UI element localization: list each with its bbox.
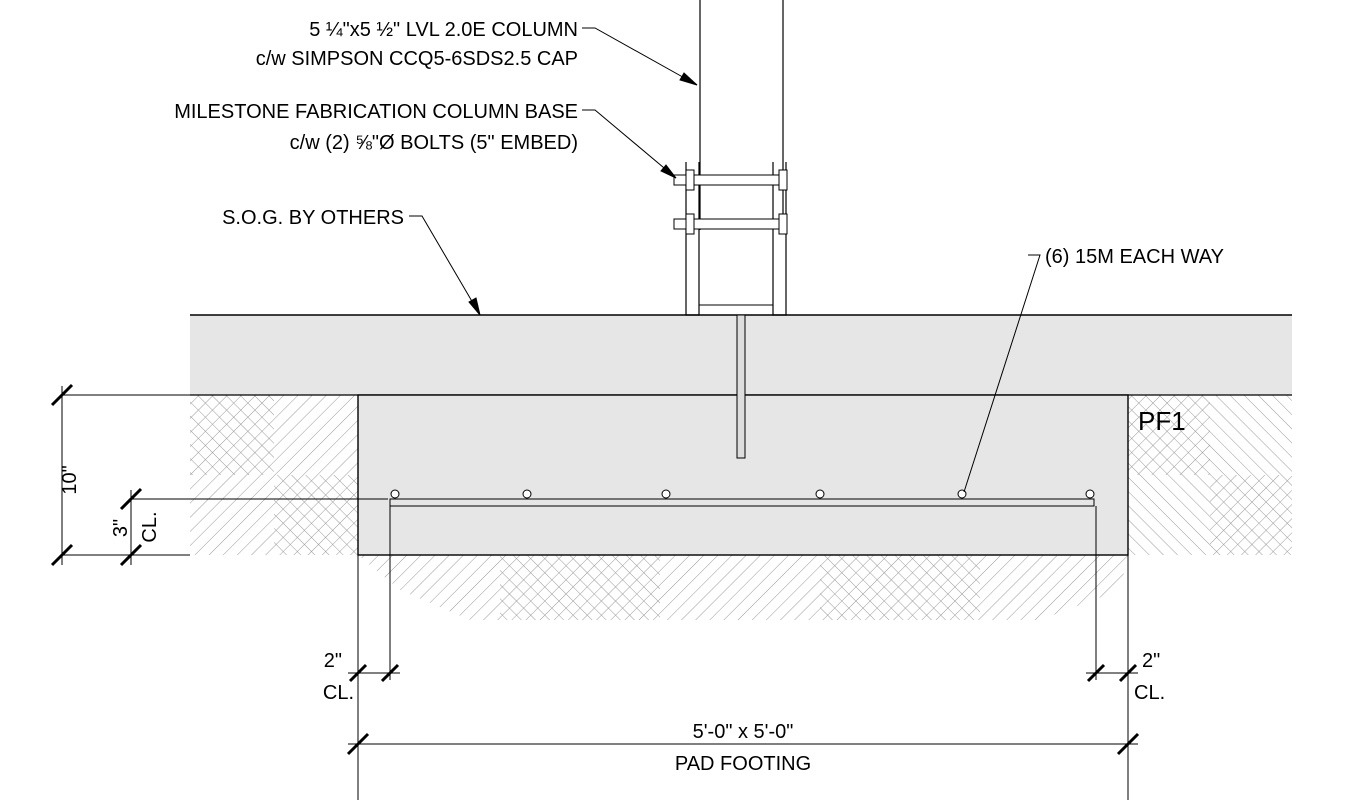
dim-right-cover-unit: CL.: [1134, 682, 1165, 704]
dim-depth: 10": [50, 383, 190, 567]
dim-left-cover-unit: CL.: [323, 682, 354, 704]
soil-hatch: [190, 395, 1292, 620]
dim-right-cover-value: 2": [1142, 650, 1160, 672]
sog-label: S.O.G. BY OTHERS: [222, 207, 404, 229]
footing-mark: PF1: [1138, 406, 1186, 436]
column-base: [673, 162, 788, 316]
dim-footing-width: 5'-0" x 5'-0" PAD FOOTING: [346, 721, 1140, 775]
base-label-line1: MILESTONE FABRICATION COLUMN BASE: [174, 101, 578, 123]
dim-right-cover: 2" CL.: [1086, 506, 1165, 800]
dim-bottom-cover: 3" CL.: [110, 487, 388, 567]
dim-left-cover-value: 2": [324, 650, 342, 672]
dim-left-cover: 2" CL.: [323, 506, 400, 800]
footing-name-text: PAD FOOTING: [675, 753, 811, 775]
dim-depth-text: 10": [59, 465, 81, 494]
embedded-anchor: [736, 314, 746, 459]
column-label-line2: c/w SIMPSON CCQ5-6SDS2.5 CAP: [256, 48, 578, 70]
dim-bottom-cover-value: 3": [110, 519, 132, 537]
base-label-line2: c/w (2) ⅝"Ø BOLTS (5" EMBED): [290, 132, 578, 154]
column: [699, 0, 784, 230]
footing-size-text: 5'-0" x 5'-0": [693, 721, 794, 743]
rebar-label: (6) 15M EACH WAY: [1045, 246, 1224, 268]
dim-bottom-cover-unit: CL.: [139, 511, 161, 542]
leaders: [409, 27, 1041, 493]
column-label-line1: 5 ¼"x5 ½" LVL 2.0E COLUMN: [309, 19, 578, 41]
